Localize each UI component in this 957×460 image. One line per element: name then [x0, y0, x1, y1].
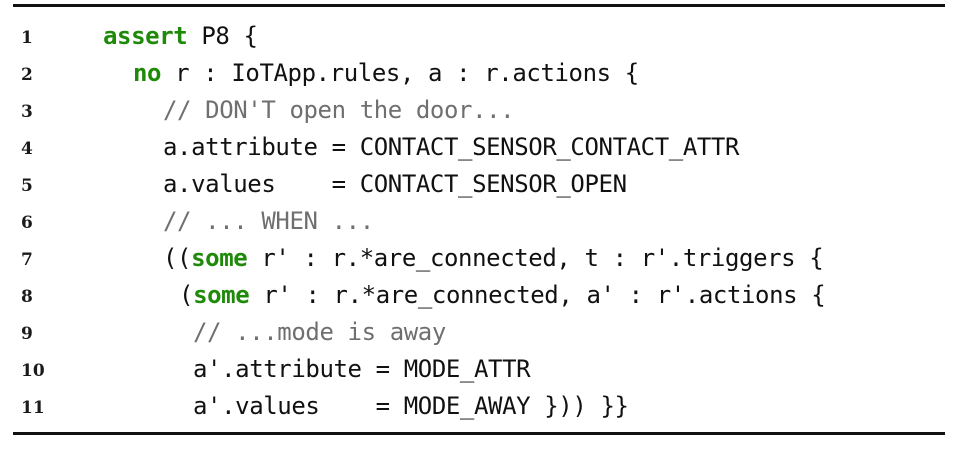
code-text: a.values = CONTACT_SENSOR_OPEN: [163, 170, 627, 198]
line-number: 9: [21, 324, 33, 344]
line-number: 1: [21, 28, 33, 48]
code-line-2: 2 no r : IoTApp.rules, a : r.actions {: [13, 55, 945, 91]
code-line-3: 3 // DON'T open the door...: [13, 92, 945, 128]
code-text: assert P8 {: [103, 22, 258, 50]
code-line-8: 8 (some r' : r.*are_connected, a' : r'.a…: [13, 277, 945, 313]
code-text: a.attribute = CONTACT_SENSOR_CONTACT_ATT…: [163, 133, 740, 161]
code-line-9: 9 // ...mode is away: [13, 314, 945, 350]
code-line-10: 10 a'.attribute = MODE_ATTR: [13, 351, 945, 387]
code-token: (: [179, 281, 194, 309]
line-number: 5: [21, 176, 33, 196]
code-listing: 1 assert P8 { 2 no r : IoTApp.rules, a :…: [13, 0, 945, 445]
code-token: r' : r.*are_connected, a' : r'.actions {: [249, 281, 826, 309]
code-line-5: 5 a.values = CONTACT_SENSOR_OPEN: [13, 166, 945, 202]
keyword-token: assert: [103, 22, 188, 50]
line-number: 11: [21, 398, 45, 418]
code-token: a'.values = MODE_AWAY })): [193, 392, 587, 420]
code-text: ((some r' : r.*are_connected, t : r'.tri…: [163, 244, 824, 272]
line-number: 7: [21, 250, 33, 270]
keyword-token: no: [133, 59, 162, 87]
keyword-token: some: [193, 281, 250, 309]
line-number: 4: [21, 139, 33, 159]
line-number: 8: [21, 287, 33, 307]
code-token: }}: [586, 392, 629, 420]
code-token: ((: [163, 244, 192, 272]
line-number: 6: [21, 213, 33, 233]
code-text: (some r' : r.*are_connected, a' : r'.act…: [179, 281, 826, 309]
bottom-rule: [13, 432, 945, 435]
code-text: a'.values = MODE_AWAY })) }}: [193, 392, 629, 420]
comment-text: // ...mode is away: [193, 318, 446, 346]
line-number: 2: [21, 65, 33, 85]
code-token: P8 {: [187, 22, 258, 50]
code-text: a'.attribute = MODE_ATTR: [193, 355, 531, 383]
code-line-4: 4 a.attribute = CONTACT_SENSOR_CONTACT_A…: [13, 129, 945, 165]
line-number: 3: [21, 102, 33, 122]
code-token: r' : r.*are_connected, t : r'.triggers {: [247, 244, 824, 272]
code-line-7: 7 ((some r' : r.*are_connected, t : r'.t…: [13, 240, 945, 276]
line-number: 10: [21, 361, 45, 381]
keyword-token: some: [191, 244, 248, 272]
code-text: no r : IoTApp.rules, a : r.actions {: [133, 59, 639, 87]
code-line-6: 6 // ... WHEN ...: [13, 203, 945, 239]
top-rule: [13, 4, 945, 7]
code-line-1: 1 assert P8 {: [13, 18, 945, 54]
comment-text: // DON'T open the door...: [163, 96, 515, 124]
comment-text: // ... WHEN ...: [163, 207, 374, 235]
code-token: r : IoTApp.rules, a : r.actions {: [161, 59, 639, 87]
code-line-11: 11 a'.values = MODE_AWAY })) }}: [13, 388, 945, 424]
